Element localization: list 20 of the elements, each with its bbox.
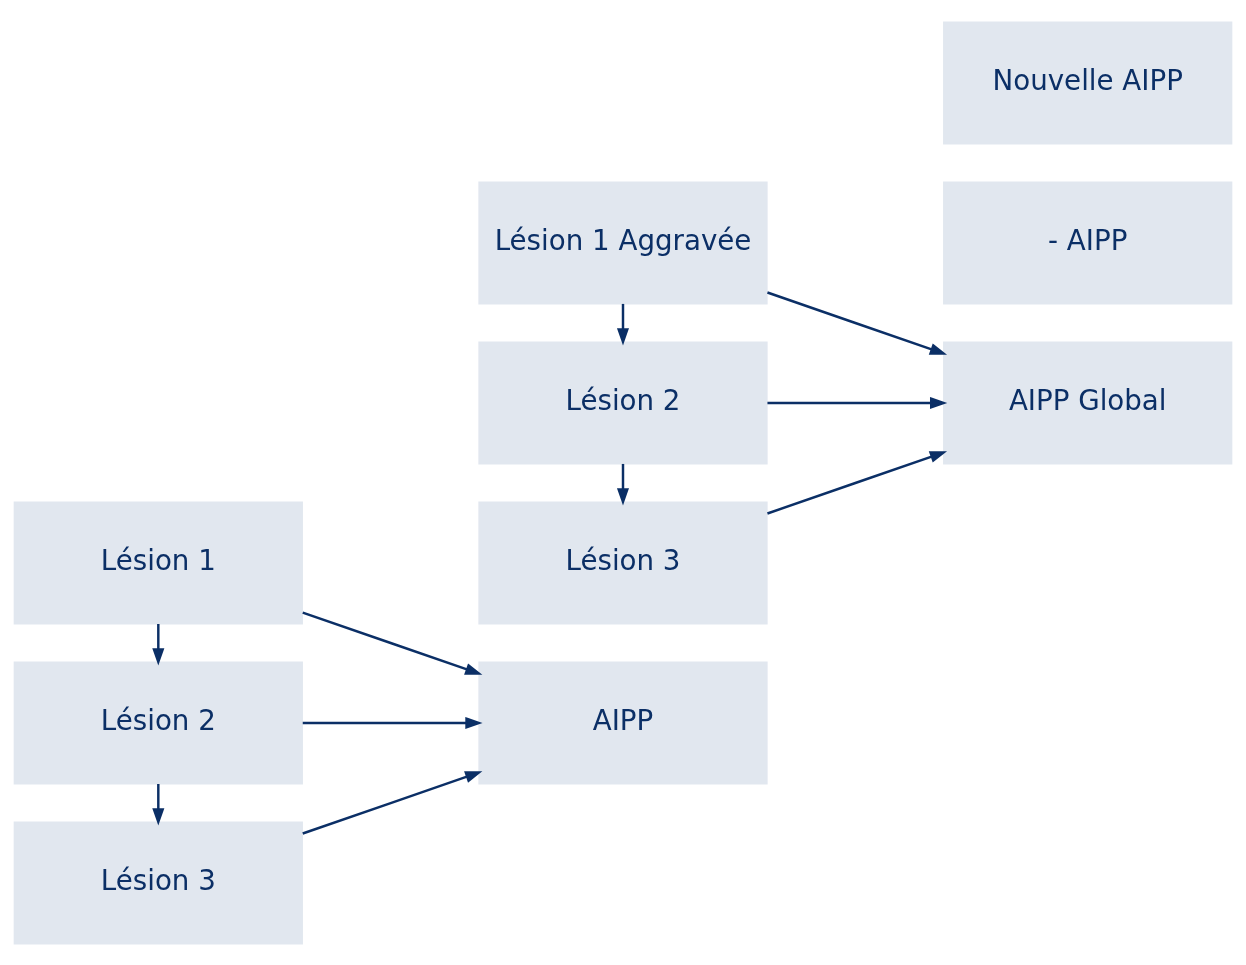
node-box: AIPP Global bbox=[943, 340, 1233, 465]
node-box: Nouvelle AIPP bbox=[943, 20, 1233, 144]
node-box: AIPP bbox=[478, 661, 768, 785]
arrow bbox=[152, 623, 165, 665]
node-box: Lésion 2 bbox=[13, 661, 303, 785]
arrow bbox=[302, 716, 483, 729]
node-box: - AIPP bbox=[943, 180, 1233, 304]
node-box: Lésion 1 Aggravée bbox=[478, 180, 768, 304]
node-box: Lésion 1 bbox=[13, 500, 303, 625]
arrow bbox=[302, 770, 483, 835]
arrow bbox=[767, 396, 948, 409]
arrow bbox=[767, 290, 948, 355]
arrow bbox=[616, 303, 630, 345]
arrow bbox=[767, 450, 948, 515]
arrow bbox=[152, 783, 165, 826]
arrow bbox=[302, 610, 483, 675]
node-box: Lésion 3 bbox=[478, 500, 768, 625]
node-box: Lésion 3 bbox=[13, 821, 303, 945]
arrow bbox=[616, 463, 630, 505]
node-box: Lésion 2 bbox=[478, 340, 768, 465]
